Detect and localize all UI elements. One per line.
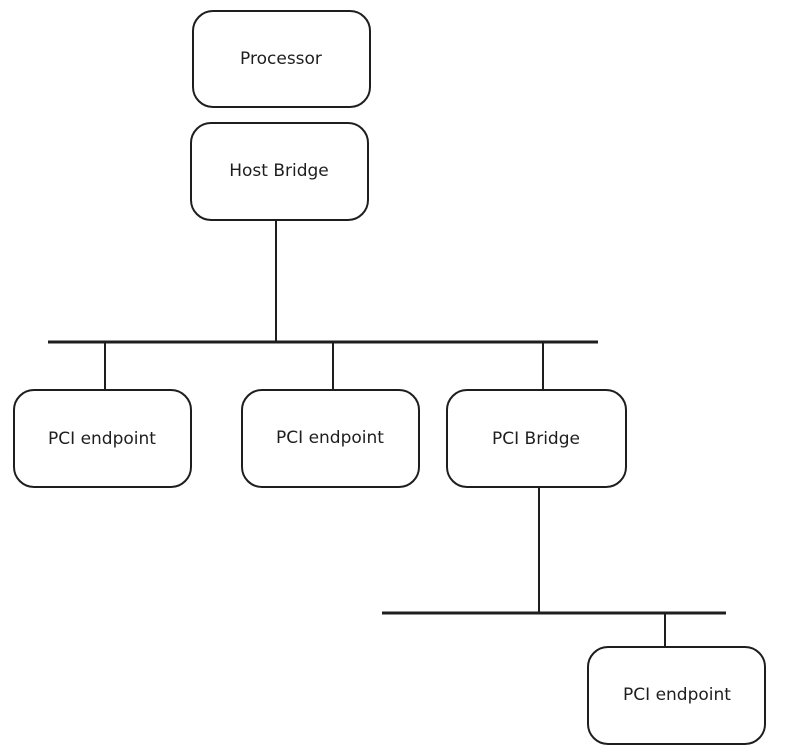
pci-endpoint-node-2: PCI endpoint <box>241 389 420 488</box>
pci-endpoint-label-2: PCI endpoint <box>276 428 384 448</box>
pci-bridge-node: PCI Bridge <box>446 389 627 488</box>
processor-label: Processor <box>240 49 322 69</box>
pci-endpoint-label-1: PCI endpoint <box>48 429 156 449</box>
pci-endpoint-node-3: PCI endpoint <box>587 646 766 745</box>
pci-endpoint-box-3 <box>587 646 766 745</box>
pci-endpoint-box-1 <box>13 389 192 488</box>
processor-box <box>192 10 371 108</box>
host-bridge-node: Host Bridge <box>190 122 369 221</box>
pci-bridge-label: PCI Bridge <box>492 429 580 449</box>
host-bridge-label: Host Bridge <box>229 161 329 181</box>
pci-endpoint-label-3: PCI endpoint <box>623 685 731 705</box>
pci-endpoint-node-1: PCI endpoint <box>13 389 192 488</box>
processor-node: Processor <box>192 10 371 108</box>
pci-endpoint-box-2 <box>241 389 420 488</box>
host-bridge-box <box>190 122 369 221</box>
pci-bridge-box <box>446 389 627 488</box>
